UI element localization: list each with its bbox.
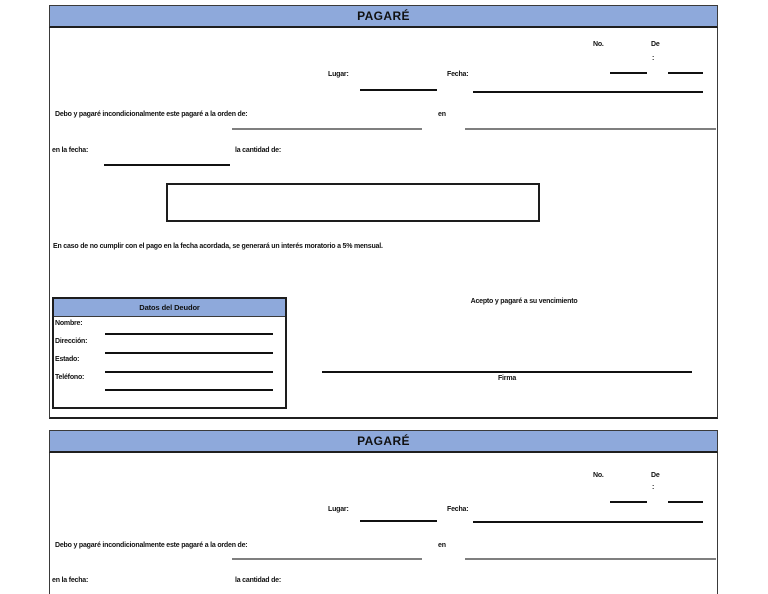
estado-label: Estado: [55,356,80,363]
cantidad-label-2: la cantidad de: [235,577,282,584]
lugar-input-line[interactable] [360,89,437,91]
no-label-2: No. [593,472,604,479]
promise-text-2: Debo y pagaré incondicionalmente este pa… [55,542,248,549]
signature-line[interactable] [322,371,692,373]
cantidad-label: la cantidad de: [235,147,282,154]
colon-label: : [652,55,655,62]
debtor-box-title-bar: Datos del Deudor [54,299,285,317]
en-label: en [438,111,446,118]
amount-input-box[interactable] [166,183,540,222]
orden-de-input-line-2[interactable] [232,558,422,560]
firma-label: Firma [497,375,517,382]
pagare-title: PAGARÉ [357,9,410,23]
fecha-input-line[interactable] [473,91,703,93]
de-label-2: De [651,472,660,479]
de-label: De [651,41,660,48]
pagare-title-2: PAGARÉ [357,434,410,448]
pagare-title-bar-2: PAGARÉ [49,430,718,453]
estado-input-line[interactable] [105,371,273,373]
telefono-label: Teléfono: [55,374,85,381]
en-input-line[interactable] [465,128,716,130]
no-label: No. [593,41,604,48]
fecha-label: Fecha: [447,71,469,78]
en-la-fecha-input-line[interactable] [104,164,230,166]
lugar-label: Lugar: [328,71,349,78]
pagare-form-1 [49,28,718,419]
accept-text: Acepto y pagaré a su vencimiento [470,298,578,305]
lugar-input-line-2[interactable] [360,520,437,522]
fecha-input-line-2[interactable] [473,521,703,523]
pagare-form-2 [49,453,718,594]
de-input-line[interactable] [668,72,703,74]
no-input-line-2[interactable] [610,501,647,503]
direccion-label: Dirección: [55,338,88,345]
de-input-line-2[interactable] [668,501,703,503]
orden-de-input-line[interactable] [232,128,422,130]
direccion-input-line[interactable] [105,352,273,354]
pagare-title-bar-1: PAGARÉ [49,5,718,28]
en-la-fecha-label: en la fecha: [52,147,89,154]
telefono-input-line[interactable] [105,389,273,391]
colon-label-2: : [652,484,655,491]
debtor-box-title: Datos del Deudor [139,303,200,312]
en-input-line-2[interactable] [465,558,716,560]
penalty-text: En caso de no cumplir con el pago en la … [53,243,383,250]
promise-text: Debo y pagaré incondicionalmente este pa… [55,111,248,118]
lugar-label-2: Lugar: [328,506,349,513]
en-la-fecha-label-2: en la fecha: [52,577,89,584]
nombre-input-line[interactable] [105,333,273,335]
nombre-label: Nombre: [55,320,83,327]
fecha-label-2: Fecha: [447,506,469,513]
no-input-line[interactable] [610,72,647,74]
en-label-2: en [438,542,446,549]
